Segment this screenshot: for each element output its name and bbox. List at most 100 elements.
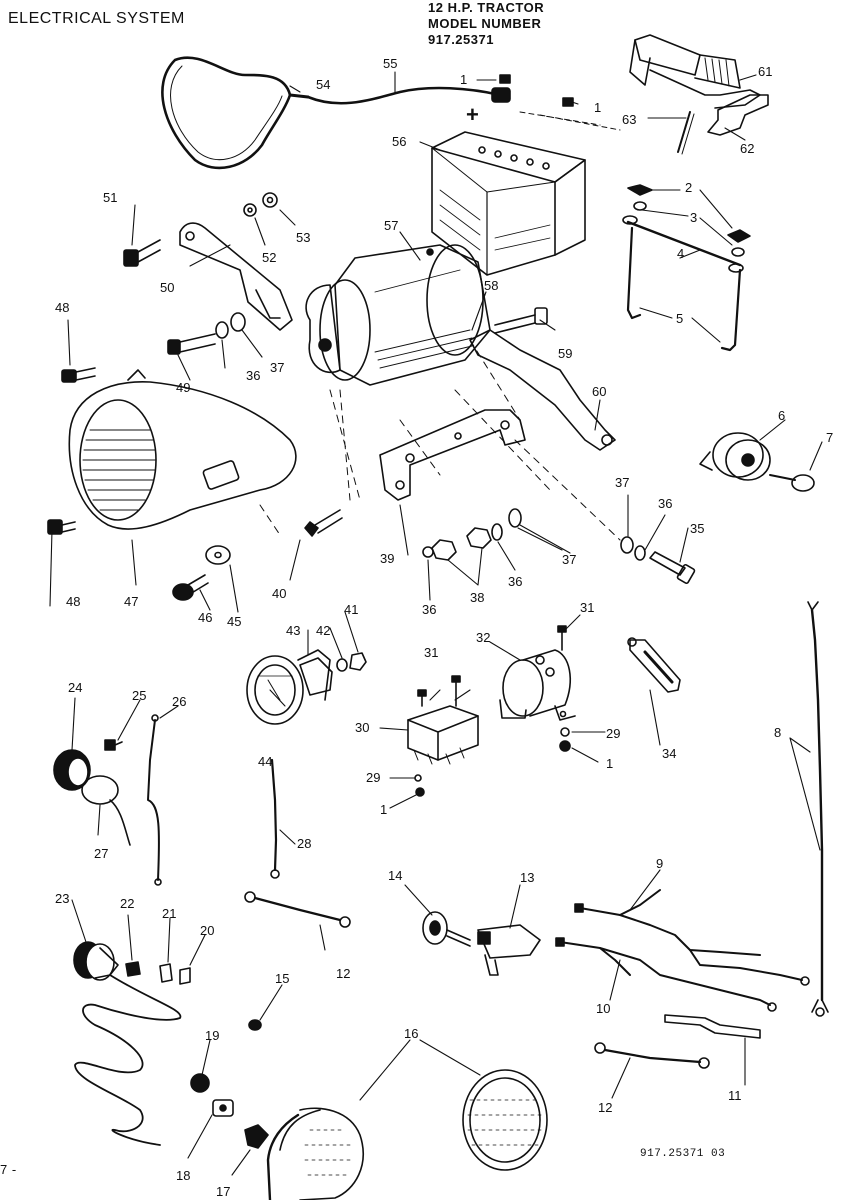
callout-63: 63 xyxy=(622,112,636,127)
callout-53: 53 xyxy=(296,230,310,245)
callout-22: 22 xyxy=(120,896,134,911)
fuse-holder-34 xyxy=(627,637,681,693)
belt-guard-47 xyxy=(68,369,297,530)
callout-26: 26 xyxy=(172,694,186,709)
callout-2: 2 xyxy=(685,180,692,195)
washer-29-nut-1-right xyxy=(559,727,571,752)
callout-18: 18 xyxy=(176,1168,190,1183)
part-18 xyxy=(212,1099,234,1117)
bolt-48-b xyxy=(47,519,76,535)
key-7 xyxy=(769,474,815,492)
screw-25 xyxy=(104,739,123,751)
callout-23: 23 xyxy=(55,891,69,906)
wire-26 xyxy=(147,714,162,886)
headlight-16-left xyxy=(266,1107,364,1200)
callout-19: 19 xyxy=(205,1028,219,1043)
callout-24: 24 xyxy=(68,680,82,695)
callout-3: 3 xyxy=(690,210,697,225)
callout-27: 27 xyxy=(94,846,108,861)
voltage-regulator-30 xyxy=(407,705,479,765)
callout-1: 1 xyxy=(594,100,601,115)
callout-61: 61 xyxy=(758,64,772,79)
section-title: ELECTRICAL SYSTEM xyxy=(8,10,185,27)
bolt-35 xyxy=(620,536,696,584)
callout-31: 31 xyxy=(424,645,438,660)
callout-36: 36 xyxy=(422,602,436,617)
model-header: 12 H.P. TRACTOR MODEL NUMBER 917.25371 xyxy=(428,0,544,48)
bracket-50 xyxy=(179,222,293,331)
bracket-43 xyxy=(299,657,333,696)
callout-41: 41 xyxy=(344,602,358,617)
callout-11: 11 xyxy=(728,1088,742,1103)
callout-50: 50 xyxy=(160,280,174,295)
bracket-62 xyxy=(707,94,769,136)
callout-7: 7 xyxy=(826,430,833,445)
callout-21: 21 xyxy=(162,906,176,921)
part-15 xyxy=(248,1019,262,1031)
callout-35: 35 xyxy=(690,521,704,536)
battery-56 xyxy=(431,131,586,276)
bolt-51 xyxy=(123,239,161,267)
strap-11 xyxy=(664,1014,761,1039)
callout-14: 14 xyxy=(388,868,402,883)
pin-63 xyxy=(677,111,695,155)
callout-8: 8 xyxy=(774,725,781,740)
callout-29: 29 xyxy=(606,726,620,741)
callout-15: 15 xyxy=(275,971,289,986)
part-17 xyxy=(244,1124,269,1149)
callout-1: 1 xyxy=(380,802,387,817)
screws-31 xyxy=(417,625,567,707)
callout-plus: + xyxy=(466,102,479,127)
callout-28: 28 xyxy=(297,836,311,851)
callout-34: 34 xyxy=(662,746,676,761)
callout-51: 51 xyxy=(103,190,117,205)
ammeter-44 xyxy=(246,649,331,725)
washers-36-37-a xyxy=(215,312,246,339)
washer-45 xyxy=(205,545,231,565)
callout-58: 58 xyxy=(484,278,498,293)
callout-48: 48 xyxy=(55,300,69,315)
callout-43: 43 xyxy=(286,623,300,638)
switch-14 xyxy=(422,911,471,947)
model-line-1: 12 H.P. TRACTOR xyxy=(428,0,545,15)
callout-45: 45 xyxy=(227,614,241,629)
cable-8 xyxy=(807,601,829,1017)
headlight-16-right xyxy=(462,1069,548,1171)
callout-5: 5 xyxy=(676,311,683,326)
callout-46: 46 xyxy=(198,610,212,625)
terminal-nut-1 xyxy=(499,74,574,107)
callout-10: 10 xyxy=(596,1001,610,1016)
callout-1: 1 xyxy=(606,756,613,771)
callout-4: 4 xyxy=(677,246,684,261)
battery-cable-55 xyxy=(306,86,511,105)
ignition-switch-6 xyxy=(699,432,771,481)
callout-30: 30 xyxy=(355,720,369,735)
callout-59: 59 xyxy=(558,346,572,361)
parts-20-22 xyxy=(125,961,191,985)
callout-9: 9 xyxy=(656,856,663,871)
callout-36: 36 xyxy=(246,368,260,383)
callout-37: 37 xyxy=(615,475,629,490)
callout-12: 12 xyxy=(336,966,350,981)
generator-57 xyxy=(305,244,491,386)
callout-25: 25 xyxy=(132,688,146,703)
nuts-washers-36-38 xyxy=(422,508,522,561)
callout-37: 37 xyxy=(562,552,576,567)
callout-62: 62 xyxy=(740,141,754,156)
support-bracket-39 xyxy=(379,409,526,501)
callout-42: 42 xyxy=(316,623,330,638)
wire-28 xyxy=(270,758,280,879)
callout-17: 17 xyxy=(216,1184,230,1199)
callout-32: 32 xyxy=(476,630,490,645)
washers-52-53 xyxy=(243,192,278,217)
callout-48: 48 xyxy=(66,594,80,609)
callout-60: 60 xyxy=(592,384,606,399)
bolt-48-a xyxy=(61,367,96,383)
model-number: 917.25371 xyxy=(428,32,494,47)
callout-44: 44 xyxy=(258,754,272,769)
battery-holddown-2-5 xyxy=(622,184,751,352)
callout-36: 36 xyxy=(508,574,522,589)
solenoid-32 xyxy=(499,649,576,721)
callout-20: 20 xyxy=(200,923,214,938)
wire-12-b xyxy=(594,1042,710,1069)
